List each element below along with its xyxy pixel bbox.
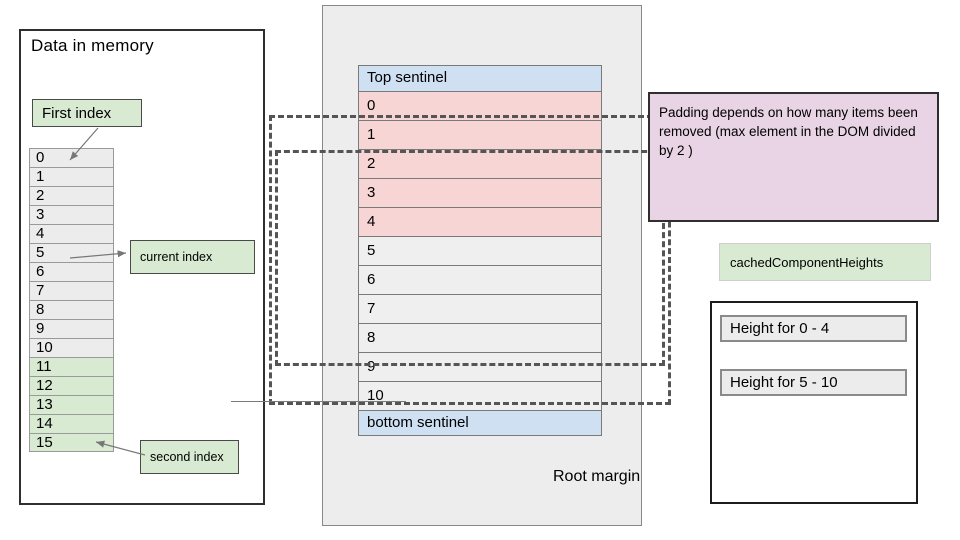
dom-sentinel-row: bottom sentinel [358,410,602,436]
memory-row: 9 [29,319,114,338]
memory-row: 13 [29,395,114,414]
memory-row: 1 [29,167,114,186]
memory-row: 2 [29,186,114,205]
dom-row: 2 [358,149,602,178]
dom-sentinel-row: Top sentinel [358,65,602,91]
memory-row: 12 [29,376,114,395]
memory-panel-title: Data in memory [31,36,154,55]
memory-row: 10 [29,338,114,357]
memory-row: 8 [29,300,114,319]
memory-row: 4 [29,224,114,243]
memory-row: 15 [29,433,114,452]
memory-row: 7 [29,281,114,300]
first-index-callout: First index [32,99,142,127]
current-index-label: current index [140,250,213,264]
cached-component-heights-label: cachedComponentHeights [730,254,884,270]
dom-row: 9 [358,352,602,381]
memory-to-sentinel-connector [231,401,406,402]
second-index-label: second index [150,450,224,464]
height-entry-1-label: Height for 5 - 10 [730,374,838,391]
memory-row: 14 [29,414,114,433]
dom-row: 6 [358,265,602,294]
height-entry-0: Height for 0 - 4 [720,315,907,342]
padding-explanation-note: Padding depends on how many items been r… [648,92,939,222]
memory-row: 11 [29,357,114,376]
memory-row: 3 [29,205,114,224]
current-index-callout: current index [130,240,255,274]
padding-note-text: Padding depends on how many items been r… [659,105,918,158]
first-index-label: First index [42,104,112,122]
second-index-callout: second index [140,440,239,474]
dom-row: 3 [358,178,602,207]
dom-row: 10 [358,381,602,410]
memory-row: 0 [29,148,114,167]
dom-row: 1 [358,120,602,149]
dom-row: 8 [358,323,602,352]
dom-row: 5 [358,236,602,265]
height-entry-1: Height for 5 - 10 [720,369,907,396]
dom-row: 7 [358,294,602,323]
memory-row: 5 [29,243,114,262]
dom-row: 4 [358,207,602,236]
memory-row: 6 [29,262,114,281]
root-margin-outer-boundary [269,115,671,405]
height-entry-0-label: Height for 0 - 4 [730,320,830,337]
cached-component-heights-title: cachedComponentHeights [719,243,931,281]
root-margin-inner-boundary [275,150,665,366]
root-margin-label: Root margin [553,468,641,485]
